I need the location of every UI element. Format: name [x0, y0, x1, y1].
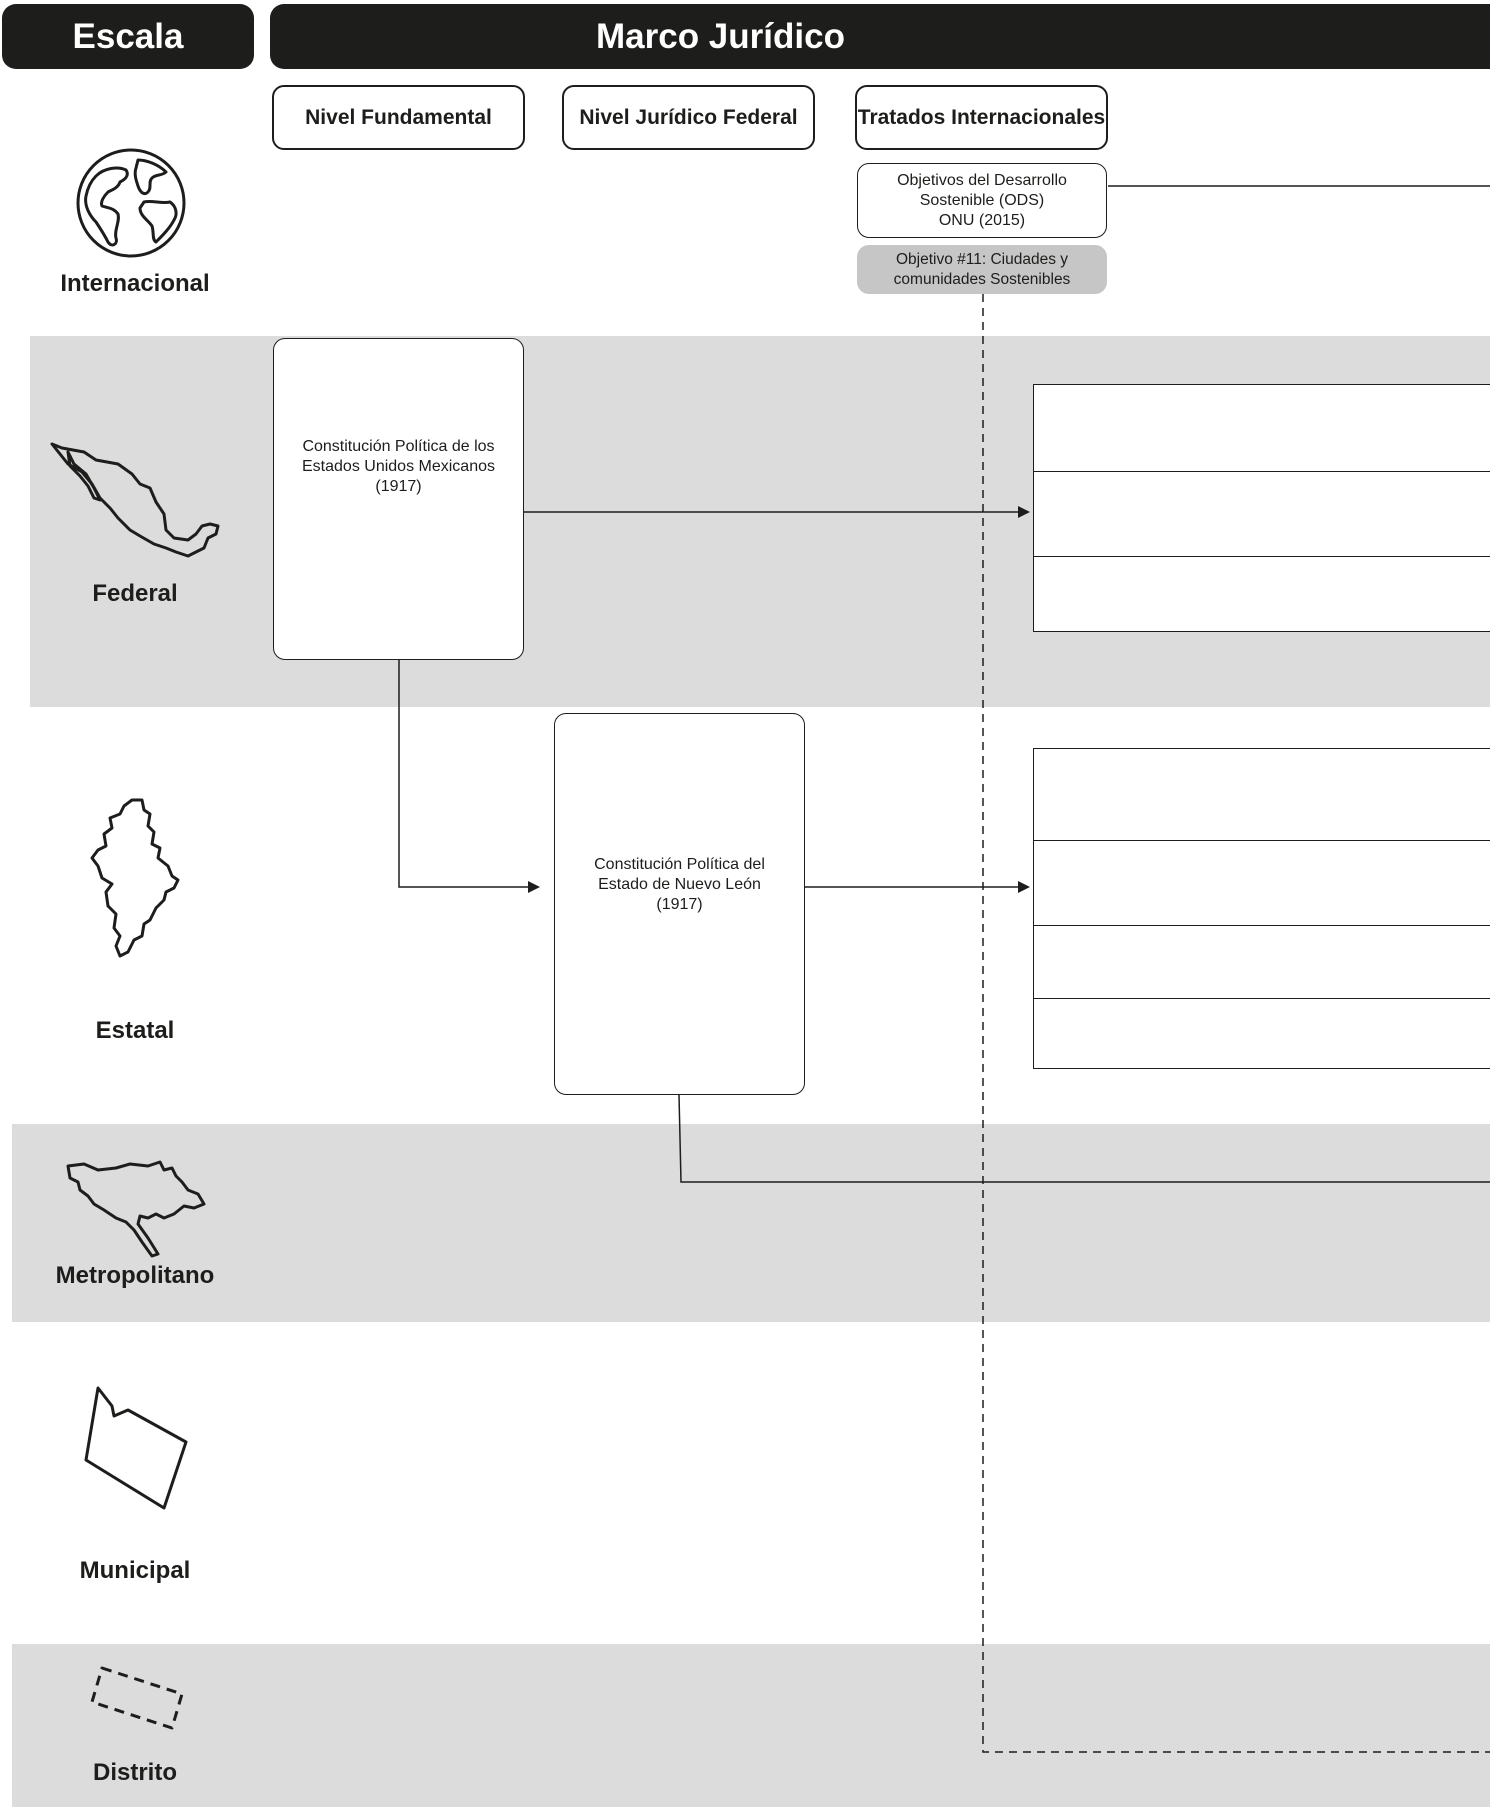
- state-constitution-text: Constitución Política del Estado de Nuev…: [594, 856, 765, 913]
- federal-constitution-text: Constitución Política de los Estados Uni…: [302, 438, 495, 495]
- scale-label-district: Distrito: [93, 1759, 177, 1786]
- state-laws-row: [1034, 925, 1490, 998]
- state-constitution-node: Constitución Política del Estado de Nuev…: [554, 713, 805, 1095]
- federal-constitution-node: Constitución Política de los Estados Uni…: [273, 338, 524, 660]
- globe-icon: [76, 148, 186, 258]
- column-international-treaties: Tratados Internacionales: [855, 85, 1108, 150]
- federal-laws-row: [1034, 556, 1490, 630]
- scale-label-international: Internacional: [60, 270, 210, 297]
- metropolitan-area-map-icon: [66, 1160, 206, 1258]
- metropolitan-band: [12, 1124, 1490, 1322]
- legal-framework-header: Marco Jurídico: [270, 4, 1490, 69]
- ods-goal-11-node: Objetivo #11: Ciudades y comunidades Sos…: [857, 245, 1107, 294]
- scale-label-federal: Federal: [92, 580, 178, 607]
- state-to-metropolitan-line: [678, 1094, 1490, 1183]
- scale-label-municipal: Municipal: [79, 1557, 191, 1584]
- column-fundamental-level: Nivel Fundamental: [272, 85, 525, 150]
- mexico-map-icon: [50, 442, 220, 558]
- scale-label-metropolitan: Metropolitano: [55, 1262, 215, 1289]
- scale-label-state: Estatal: [95, 1017, 175, 1044]
- federal-to-state-arrow: [398, 660, 540, 893]
- state-laws-row: [1034, 840, 1490, 925]
- federal-laws-box: [1033, 384, 1490, 632]
- district-band: [12, 1644, 1490, 1807]
- federal-laws-row: [1034, 385, 1490, 471]
- nuevo-leon-map-icon: [90, 798, 180, 958]
- district-dashed-icon: [90, 1666, 184, 1730]
- state-laws-box: [1033, 748, 1490, 1069]
- treaty-influence-dashed-line: [982, 294, 1490, 1753]
- ods-node-text: Objetivos del Desarrollo Sostenible (ODS…: [897, 171, 1067, 229]
- state-laws-row: [1034, 998, 1490, 1067]
- ods-node: Objetivos del Desarrollo Sostenible (ODS…: [857, 163, 1107, 238]
- federal-laws-row: [1034, 471, 1490, 556]
- state-laws-row: [1034, 749, 1490, 840]
- scale-header: Escala: [2, 4, 254, 69]
- column-federal-legal-level: Nivel Jurídico Federal: [562, 85, 815, 150]
- municipality-map-icon: [84, 1386, 188, 1510]
- ods-goal-11-text: Objetivo #11: Ciudades y comunidades Sos…: [893, 251, 1071, 288]
